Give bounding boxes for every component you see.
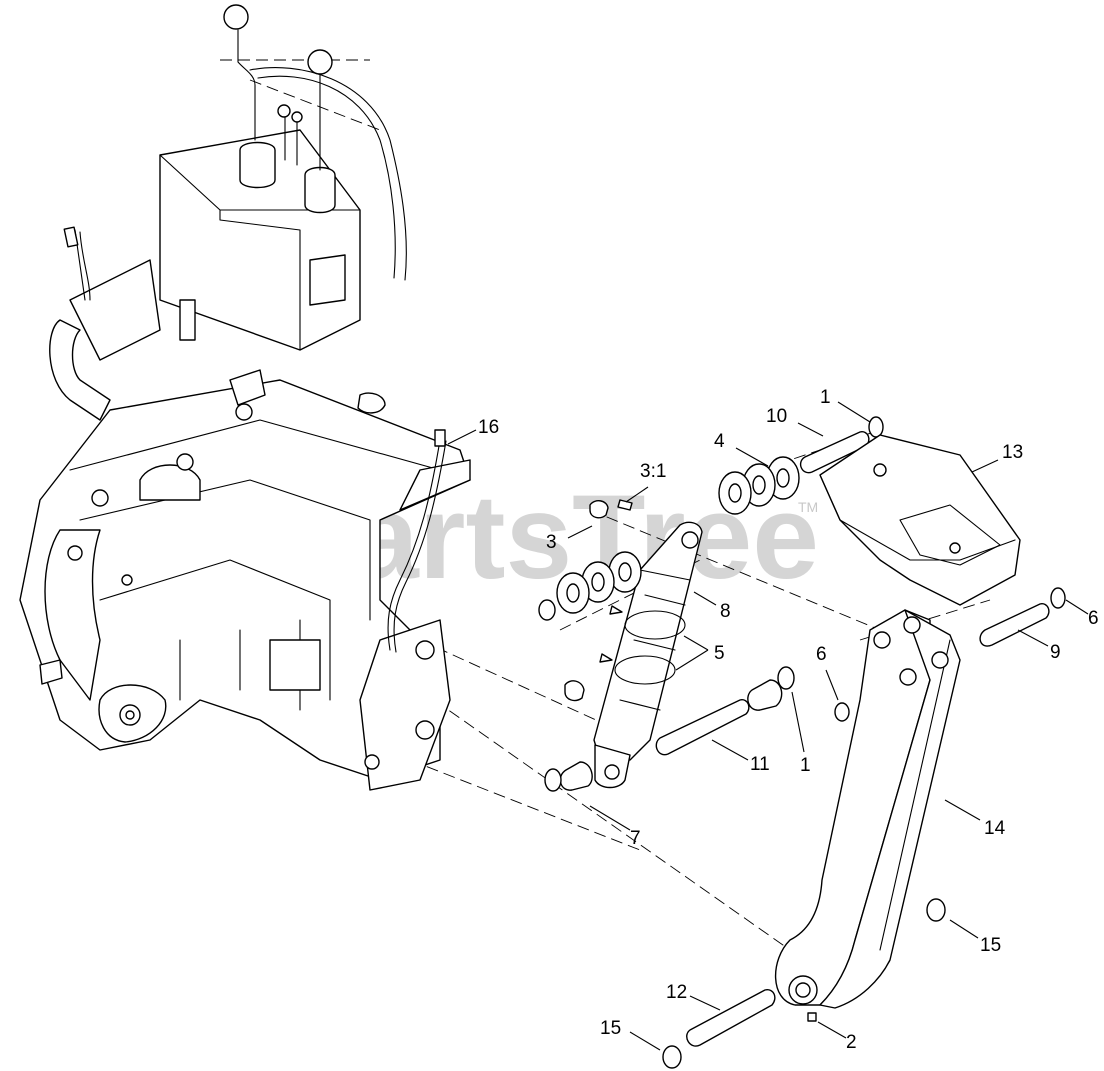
callout-label: 8	[720, 601, 731, 622]
callout-label: 2	[846, 1032, 857, 1053]
callout-label: 6	[1088, 608, 1099, 629]
boom-arm	[774, 609, 961, 1009]
watermark-trademark: TM	[798, 499, 818, 515]
main-frame-assembly	[19, 226, 471, 791]
hose-clamps	[599, 605, 686, 685]
callout-label: 15	[600, 1018, 621, 1039]
bracket-plate	[819, 434, 1021, 606]
callout-label: 11	[750, 754, 770, 775]
pins-and-bushings	[544, 416, 1066, 1069]
callout-label: 3:1	[640, 461, 666, 482]
callout-label: 10	[766, 406, 787, 427]
callout-label: 3	[546, 532, 557, 553]
hydraulic-cylinder	[564, 499, 703, 789]
callouts: 1 10 4 13 3:1 3 16 8 5 6 6 9 11 1 7 14 1…	[478, 387, 1099, 1053]
leader-lines	[447, 401, 1089, 1051]
callout-label: 15	[980, 935, 1001, 956]
callout-label: 14	[984, 818, 1006, 839]
callout-label: 1	[820, 387, 831, 408]
callout-label: 7	[630, 828, 641, 849]
callout-label: 4	[714, 431, 725, 452]
callout-label: 12	[666, 982, 687, 1003]
callout-label: 6	[816, 644, 827, 665]
control-valve-box	[159, 4, 407, 351]
callout-label: 9	[1050, 642, 1061, 663]
callout-label: 1	[800, 755, 811, 776]
washer-stack-upper	[538, 456, 800, 621]
hydraulic-line	[387, 429, 447, 653]
callout-label: 13	[1002, 442, 1023, 463]
callout-label: 5	[714, 643, 725, 664]
callout-label: 16	[478, 417, 499, 438]
